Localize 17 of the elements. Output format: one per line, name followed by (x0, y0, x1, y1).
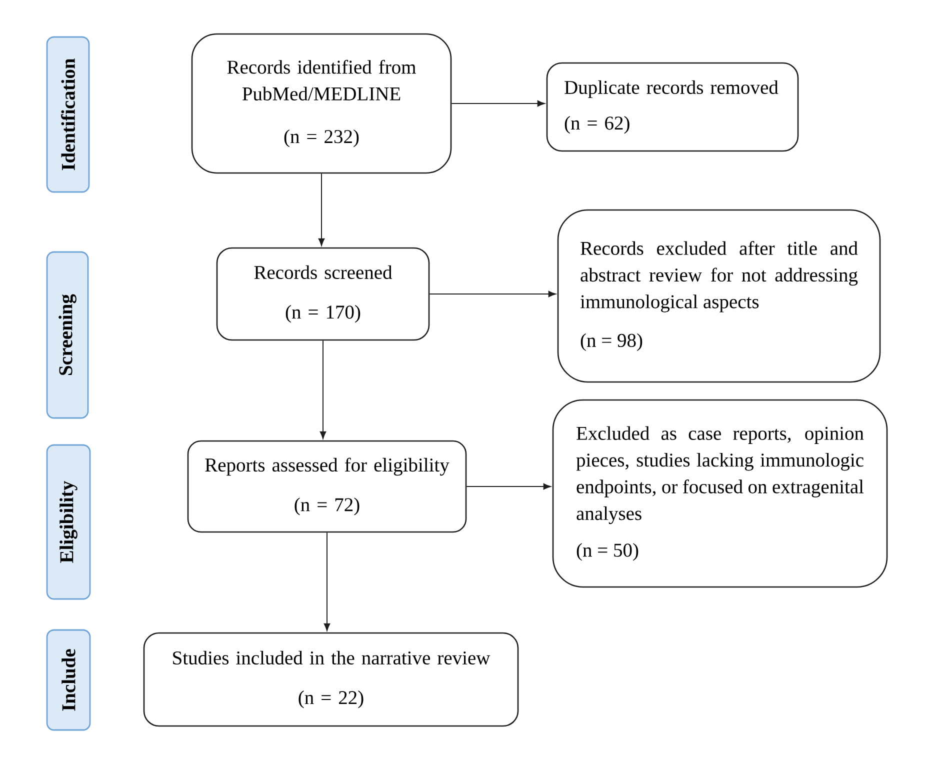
process-box: Duplicate records removed (n = 62) (546, 62, 799, 152)
process-box: Studies included in the narrative review (n = 22) (143, 632, 519, 727)
arrow (320, 340, 326, 439)
stage-label: Eligibility (46, 444, 91, 600)
process-box: Excluded as case reports, opinion pieces, studies lacking immunologic endpoints, or focused on extragenital analyses (n = 50) (552, 399, 888, 588)
process-box: Records screened (n = 170) (216, 247, 430, 341)
stage-label: Identification (46, 36, 90, 193)
arrow (318, 173, 325, 246)
process-box: Reports assessed for eligibility (n = 72) (187, 440, 467, 533)
process-box: Records identified from PubMed/MEDLINE (n = 232) (191, 33, 452, 174)
arrow (451, 100, 545, 107)
arrow (429, 290, 556, 298)
stage-label: Include (46, 629, 91, 731)
arrow (466, 483, 551, 490)
process-box: Records excluded after title and abstract review for not addressing immunological aspects (n = 98) (557, 209, 881, 383)
stage-label: Screening (46, 251, 89, 419)
arrow (324, 532, 330, 631)
